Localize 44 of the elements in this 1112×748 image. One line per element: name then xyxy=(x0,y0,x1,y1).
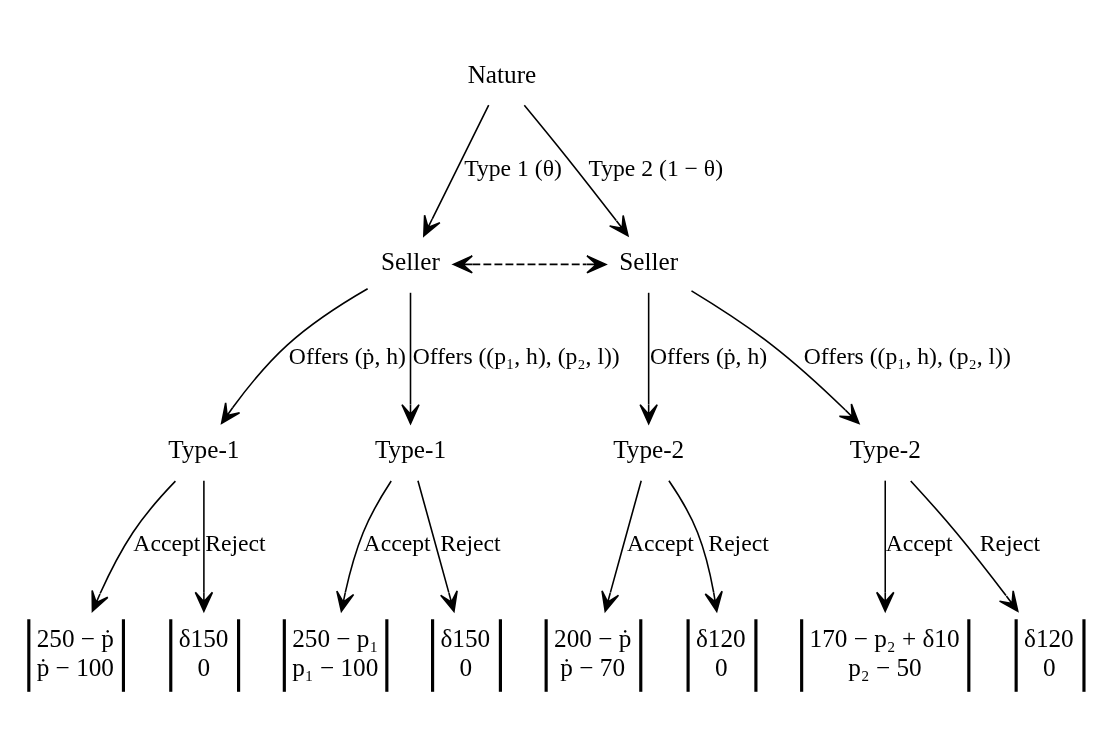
node-text: δ120 0 xyxy=(1024,625,1074,681)
arrow xyxy=(875,479,895,613)
arrow xyxy=(220,287,369,425)
node-text: δ120 0 xyxy=(695,625,746,681)
edge-label: Offers ((p₁, h), (p₂, l)) xyxy=(803,342,1011,369)
arrow xyxy=(909,480,1019,612)
arrow xyxy=(423,104,490,237)
node-text: 200 − ṗ ṗ − 70 xyxy=(554,625,632,681)
edge-label: Accept xyxy=(133,530,201,557)
arrow xyxy=(401,292,420,425)
node-text: 250 − ṗ ṗ − 100 xyxy=(36,625,114,681)
edge-label: Accept xyxy=(627,530,694,557)
arrow xyxy=(194,479,214,613)
node-text: Nature xyxy=(467,60,537,88)
arrow xyxy=(639,292,658,425)
node-text: Type-2 xyxy=(613,436,685,464)
node-text: Seller xyxy=(619,248,679,276)
edge-label: Type 2 (1 − θ) xyxy=(588,155,724,182)
arrow xyxy=(452,255,607,274)
edge-label: Reject xyxy=(205,530,266,557)
edge-label: Offers (ṗ, h) xyxy=(288,342,406,369)
edge-label: Type 1 (θ) xyxy=(464,155,562,182)
arrow xyxy=(336,480,392,613)
node-text: δ150 0 xyxy=(440,625,491,681)
arrow xyxy=(601,479,642,613)
node-text: 250 − p₁ p₁ − 100 xyxy=(292,625,379,681)
node-text: Type-2 xyxy=(849,436,921,464)
edge-label: Offers (ṗ, h) xyxy=(650,342,768,369)
arrow xyxy=(523,104,629,237)
edge-label: Reject xyxy=(979,530,1041,557)
edge-label: Accept xyxy=(885,530,953,557)
node-text: Type-1 xyxy=(168,436,240,464)
node-text: δ150 0 xyxy=(178,625,229,681)
arrow xyxy=(91,480,177,613)
edge-label: Reject xyxy=(708,530,769,557)
edge-label: Offers ((p₁, h), (p₂, l)) xyxy=(412,342,620,369)
arrow xyxy=(417,479,458,613)
edge-label: Reject xyxy=(440,530,501,557)
edge-label: Accept xyxy=(363,530,431,557)
node-text: Seller xyxy=(381,248,440,276)
node-text: 170 − p₂ + δ10 p₂ − 50 xyxy=(809,625,960,681)
arrow xyxy=(668,480,723,613)
arrow xyxy=(690,290,860,425)
node-text: Type-1 xyxy=(374,436,447,464)
